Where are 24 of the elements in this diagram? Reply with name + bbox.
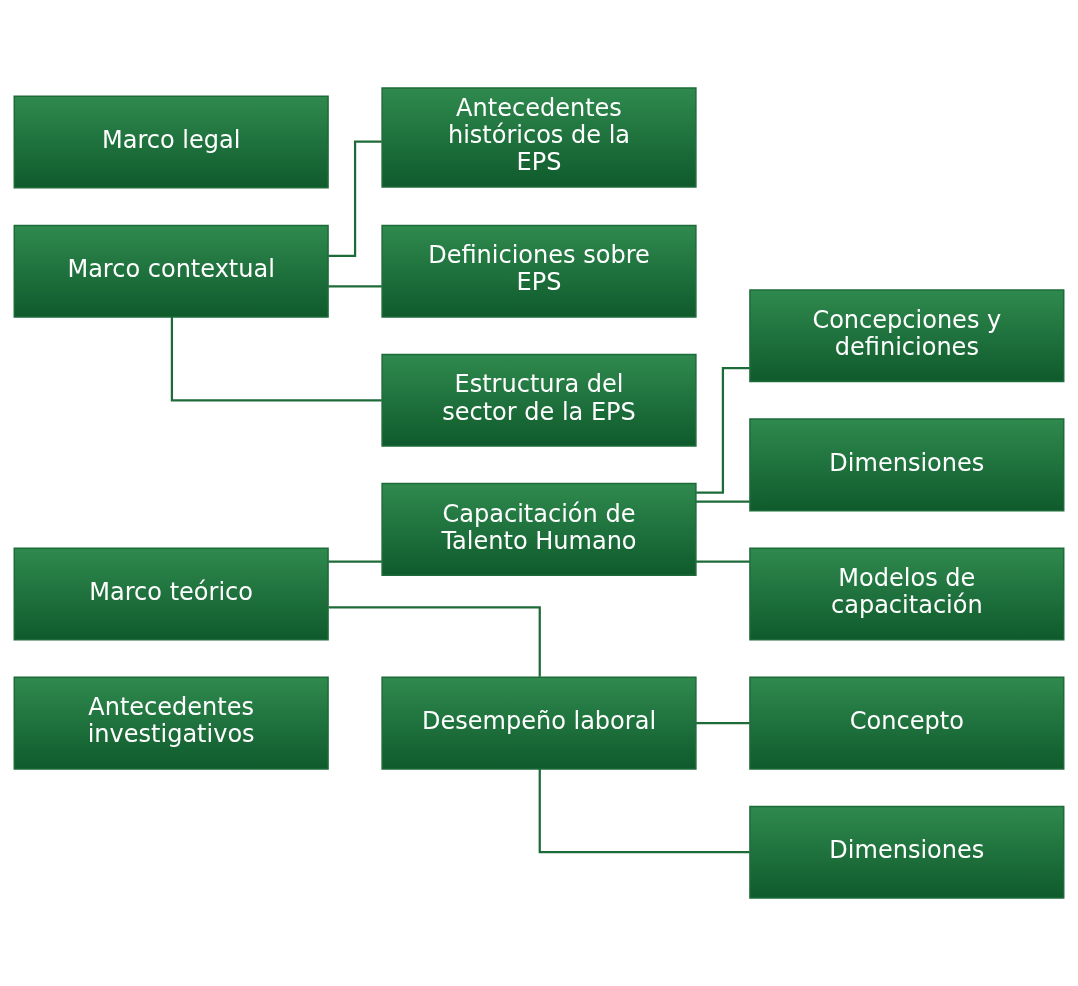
connector bbox=[696, 721, 750, 725]
node-box: Capacitación de Talento Humano bbox=[381, 482, 697, 576]
connector bbox=[696, 500, 750, 503]
connector bbox=[538, 768, 750, 854]
connector bbox=[170, 317, 382, 402]
node-box: Estructura del sector de la EPS bbox=[381, 353, 697, 447]
connector bbox=[328, 285, 382, 288]
connector bbox=[696, 560, 750, 563]
node-box: Concepciones y definiciones bbox=[749, 289, 1065, 383]
connector bbox=[328, 606, 541, 677]
connector bbox=[328, 560, 382, 563]
node-box: Marco legal bbox=[13, 95, 329, 189]
node-box: Dimensiones bbox=[749, 418, 1065, 512]
node-box: Concepto bbox=[749, 676, 1065, 770]
node-box: Dimensiones bbox=[749, 805, 1065, 899]
node-box: Antecedentes investigativos bbox=[13, 676, 329, 770]
connector bbox=[328, 140, 382, 258]
connector bbox=[696, 366, 750, 494]
node-box: Definiciones sobre EPS bbox=[381, 224, 697, 318]
node-box: Marco contextual bbox=[13, 224, 329, 318]
node-box: Desempeño laboral bbox=[381, 676, 697, 770]
node-box: Antecedentes históricos de la EPS bbox=[381, 87, 697, 188]
node-box: Marco teórico bbox=[13, 547, 329, 641]
node-box: Modelos de capacitación bbox=[749, 547, 1065, 641]
